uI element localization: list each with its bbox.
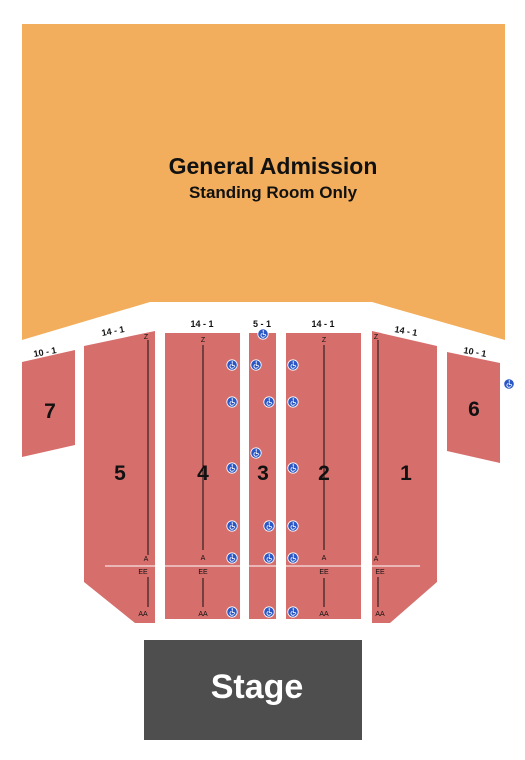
section-3[interactable]: 3 (249, 333, 276, 619)
section-5-shape[interactable] (84, 331, 155, 623)
section-6-label: 6 (468, 398, 480, 421)
wheelchair-icon (263, 396, 275, 408)
wheelchair-icon (226, 520, 238, 532)
section-2-seat-range: 14 - 1 (311, 319, 334, 329)
wheelchair-icon (287, 462, 299, 474)
section-1-row-a: A (374, 556, 379, 563)
section-3-label: 3 (257, 462, 269, 485)
section-7[interactable]: 7 (22, 350, 75, 457)
wheelchair-icon (250, 447, 262, 459)
section-5-row-a: A (144, 556, 149, 563)
wheelchair-icon (263, 520, 275, 532)
accessible-seating-markers (226, 328, 515, 618)
section-4-seat-range: 14 - 1 (190, 319, 213, 329)
wheelchair-icon (263, 552, 275, 564)
stage-label: Stage (211, 668, 304, 706)
section-6[interactable]: 6 (447, 352, 500, 463)
section-4-row-ee: EE (198, 569, 208, 576)
section-5[interactable]: 5 (84, 331, 155, 623)
section-5-seat-range: 14 - 1 (101, 324, 125, 338)
general-admission-subtitle: Standing Room Only (189, 183, 358, 202)
wheelchair-icon (226, 359, 238, 371)
general-admission-title: General Admission (169, 153, 378, 179)
wheelchair-icon (287, 359, 299, 371)
stage: Stage (144, 640, 362, 740)
section-4-row-aa: AA (198, 611, 208, 618)
section-5-row-aa: AA (138, 611, 148, 618)
section-2-row-aa: AA (319, 611, 329, 618)
section-6-seat-range: 10 - 1 (463, 345, 487, 359)
wheelchair-icon (287, 396, 299, 408)
section-5-row-z: Z (144, 334, 149, 341)
section-1[interactable]: 1 (372, 331, 437, 623)
section-4-row-a: A (201, 555, 206, 562)
wheelchair-icon (257, 328, 269, 340)
section-5-label: 5 (114, 462, 126, 485)
section-2-row-a: A (322, 555, 327, 562)
section-2-row-ee: EE (319, 569, 329, 576)
section-1-row-ee: EE (375, 569, 385, 576)
section-6-shape[interactable] (447, 352, 500, 463)
section-1-row-aa: AA (375, 611, 385, 618)
section-7-seat-range: 10 - 1 (33, 345, 57, 359)
section-7-label: 7 (44, 400, 56, 423)
stage-shape (144, 640, 362, 740)
wheelchair-icon (287, 606, 299, 618)
wheelchair-icon (263, 606, 275, 618)
section-4-row-z: Z (201, 337, 206, 344)
section-1-label: 1 (400, 462, 412, 485)
wheelchair-icon (250, 359, 262, 371)
wheelchair-icon (226, 396, 238, 408)
section-2-row-z: Z (322, 337, 327, 344)
section-5-row-ee: EE (138, 569, 148, 576)
section-1-shape[interactable] (372, 331, 437, 623)
wheelchair-icon (503, 378, 515, 390)
section-7-shape[interactable] (22, 350, 75, 457)
section-1-row-z: Z (374, 334, 379, 341)
wheelchair-icon (226, 552, 238, 564)
general-admission-shape[interactable] (22, 24, 505, 340)
section-3-seat-range: 5 - 1 (253, 319, 271, 329)
wheelchair-icon (226, 606, 238, 618)
wheelchair-icon (287, 552, 299, 564)
wheelchair-icon (226, 462, 238, 474)
general-admission-area[interactable]: General Admission Standing Room Only (22, 24, 505, 340)
wheelchair-icon (287, 520, 299, 532)
section-1-seat-range: 14 - 1 (394, 324, 418, 338)
